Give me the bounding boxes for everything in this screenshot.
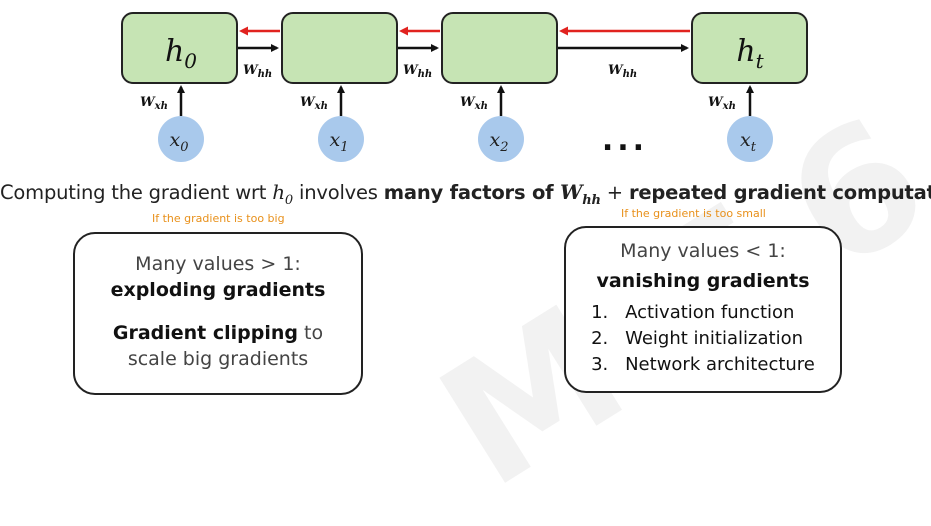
input-node-1: [318, 116, 364, 162]
input-label-3: xt: [740, 129, 757, 155]
cell-label-0: h0: [165, 34, 197, 73]
whh-label-1: Whh: [403, 63, 432, 80]
left-box-line-3: Gradient clipping to: [112, 322, 324, 344]
list-item: 2.Weight initialization: [591, 328, 803, 349]
input-label-2: x2: [490, 129, 509, 155]
hidden-cell-0: [121, 12, 238, 84]
input-node-2: [478, 116, 524, 162]
headline-whh: Whh: [560, 180, 601, 208]
left-box-line-4: scale big gradients: [127, 348, 309, 370]
right-box-line-2: vanishing gradients: [596, 270, 810, 292]
exploding-gradients-box: Many values > 1: exploding gradients Gra…: [73, 232, 363, 395]
hidden-cell-1: [281, 12, 398, 84]
headline-part-1: Computing the gradient wrt: [0, 181, 273, 204]
list-item: 3.Network architecture: [591, 354, 815, 375]
rnn-unrolled-diagram: h0 ht Whh Whh Whh Wxh Wxh Wxh Wxh x0 x1 …: [121, 12, 808, 162]
whh-label-2: Whh: [608, 63, 637, 80]
wxh-label-2: Wxh: [460, 95, 488, 112]
left-box-line-1: Many values > 1:: [135, 253, 301, 275]
solution-list: 1.Activation function 2.Weight initializ…: [591, 300, 815, 378]
input-arrows: [177, 85, 754, 116]
right-box-line-1: Many values < 1:: [620, 240, 786, 262]
hidden-cell-3: [691, 12, 808, 84]
headline-part-2: involves: [293, 181, 384, 204]
vanishing-gradients-box: Many values < 1: vanishing gradients 1.A…: [564, 226, 842, 393]
hidden-cell-2: [441, 12, 558, 84]
cell-label-3: ht: [736, 34, 764, 73]
wxh-label-3: Wxh: [708, 95, 736, 112]
hidden-cells: [121, 12, 808, 84]
list-item: 1.Activation function: [591, 302, 795, 323]
headline-plus: +: [600, 181, 629, 204]
note-too-small: If the gradient is too small: [621, 207, 766, 220]
ellipsis: ...: [602, 123, 648, 158]
headline-bold-1: many factors of: [383, 181, 561, 204]
headline: Computing the gradient wrt h0 involves m…: [0, 180, 931, 208]
note-too-big: If the gradient is too big: [152, 212, 285, 225]
input-nodes: [158, 116, 773, 162]
input-node-3: [727, 116, 773, 162]
whh-label-0: Whh: [243, 63, 272, 80]
left-box-line-2: exploding gradients: [110, 279, 326, 301]
input-label-0: x0: [170, 129, 189, 155]
wxh-label-0: Wxh: [140, 95, 168, 112]
input-label-1: x1: [330, 129, 349, 155]
headline-h0: h0: [272, 180, 293, 208]
wxh-label-1: Wxh: [300, 95, 328, 112]
input-node-0: [158, 116, 204, 162]
headline-bold-2: repeated gradient computation: [628, 181, 931, 204]
